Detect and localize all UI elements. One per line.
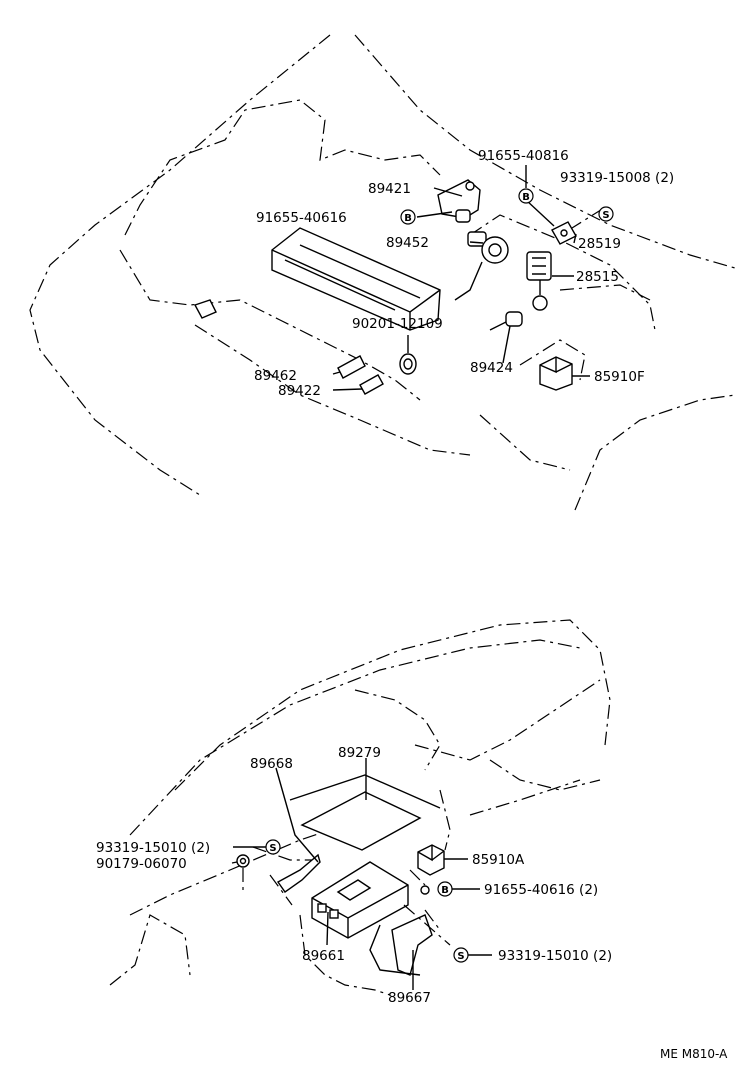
- part-89279-panel[interactable]: [289, 774, 441, 851]
- lower-leader-lines: [231, 758, 492, 990]
- engine-compartment-view: B S B 91655-40816 93319-15008 (2) 89421 …: [29, 34, 736, 511]
- label-85910F: 85910F: [594, 369, 645, 385]
- marker-bolt-upper-right: B: [518, 188, 534, 204]
- marker-screw-upper: S: [598, 206, 614, 222]
- cowl-line: [519, 339, 586, 381]
- dash-right-curve: [414, 679, 601, 761]
- part-89462-sensor[interactable]: [337, 355, 366, 379]
- instrument-panel-view: S B S 89668 89279 93319-15010 (2) 90179-…: [96, 619, 612, 1006]
- part-85910F-relay[interactable]: [539, 356, 573, 391]
- label-28519: 28519: [578, 236, 621, 252]
- label-85910A: 85910A: [472, 852, 525, 868]
- part-89452-sensor[interactable]: [454, 231, 509, 301]
- engine-block: [271, 227, 441, 331]
- wheel-arch: [574, 394, 736, 511]
- label-89668: 89668: [250, 756, 293, 772]
- label-90201-12109: 90201-12109: [352, 316, 443, 332]
- firewall-line: [194, 324, 471, 456]
- label-91655-40616: 91655-40616: [256, 210, 347, 226]
- label-90179-06070: 90179-06070: [96, 856, 187, 872]
- dash-lower-edge: [129, 819, 361, 916]
- svg-text:B: B: [441, 885, 449, 896]
- label-91655-40816: 91655-40816: [478, 148, 569, 164]
- label-89421: 89421: [368, 181, 411, 197]
- part-28519-bracket[interactable]: [551, 221, 577, 245]
- dash-cluster-hood: [354, 689, 441, 771]
- label-93319-15008: 93319-15008 (2): [560, 170, 674, 186]
- svg-text:B: B: [404, 213, 412, 224]
- label-91655-40616-right: 91655-40616 (2): [484, 882, 598, 898]
- upper-leader-lines: [332, 165, 605, 391]
- inner-fender: [559, 284, 651, 301]
- dash-lower-right: [469, 779, 581, 816]
- engine-bay-left: [124, 99, 441, 236]
- part-28515-relay[interactable]: [526, 251, 552, 311]
- label-89462: 89462: [254, 368, 297, 384]
- hood-edge: [354, 34, 736, 269]
- part-bolt-lower[interactable]: [420, 885, 430, 895]
- part-89422-sensor[interactable]: [359, 374, 384, 395]
- svg-text:S: S: [457, 951, 464, 962]
- marker-bolt-lower-right: B: [437, 881, 453, 897]
- fender-outline: [29, 34, 331, 496]
- marker-screw-lower-left: S: [265, 839, 281, 855]
- part-89667-bracket[interactable]: [391, 914, 433, 976]
- dash-left-edge: [109, 914, 191, 986]
- dash-top-outline: [174, 619, 611, 791]
- engine-bay-floor: [119, 249, 421, 401]
- label-89422: 89422: [278, 383, 321, 399]
- link-lines-lower: [242, 846, 451, 996]
- part-engine-plug[interactable]: [193, 299, 217, 319]
- marker-screw-lower-right: S: [453, 947, 469, 963]
- label-89424: 89424: [470, 360, 513, 376]
- label-89452: 89452: [386, 235, 429, 251]
- part-90201-washer[interactable]: [399, 353, 417, 375]
- label-89667: 89667: [388, 990, 431, 1006]
- strut-line: [469, 214, 656, 331]
- part-ecu-bracket-left[interactable]: [276, 853, 321, 893]
- dash-glovebox: [489, 759, 601, 791]
- part-90179-nut[interactable]: [236, 854, 250, 868]
- svg-text:S: S: [269, 843, 276, 854]
- label-89279: 89279: [338, 745, 381, 761]
- marker-bolt-upper-left: B: [400, 209, 416, 225]
- label-93319-15010-left: 93319-15010 (2): [96, 840, 210, 856]
- part-89661-ecu[interactable]: [311, 861, 409, 939]
- svg-text:S: S: [602, 210, 609, 221]
- dash-column: [439, 789, 451, 851]
- diagram-code: ME M810-A: [660, 1047, 728, 1061]
- part-89421-sensor[interactable]: [437, 179, 481, 223]
- lower-curve: [479, 414, 571, 471]
- link-wire: [369, 924, 421, 976]
- dash-inner-outline: [129, 639, 581, 836]
- label-93319-15010-right: 93319-15010 (2): [498, 948, 612, 964]
- label-28515: 28515: [576, 269, 619, 285]
- part-89424-sensor[interactable]: [489, 311, 523, 331]
- label-89661: 89661: [302, 948, 345, 964]
- svg-text:B: B: [522, 192, 530, 203]
- part-85910A-relay[interactable]: [417, 844, 445, 876]
